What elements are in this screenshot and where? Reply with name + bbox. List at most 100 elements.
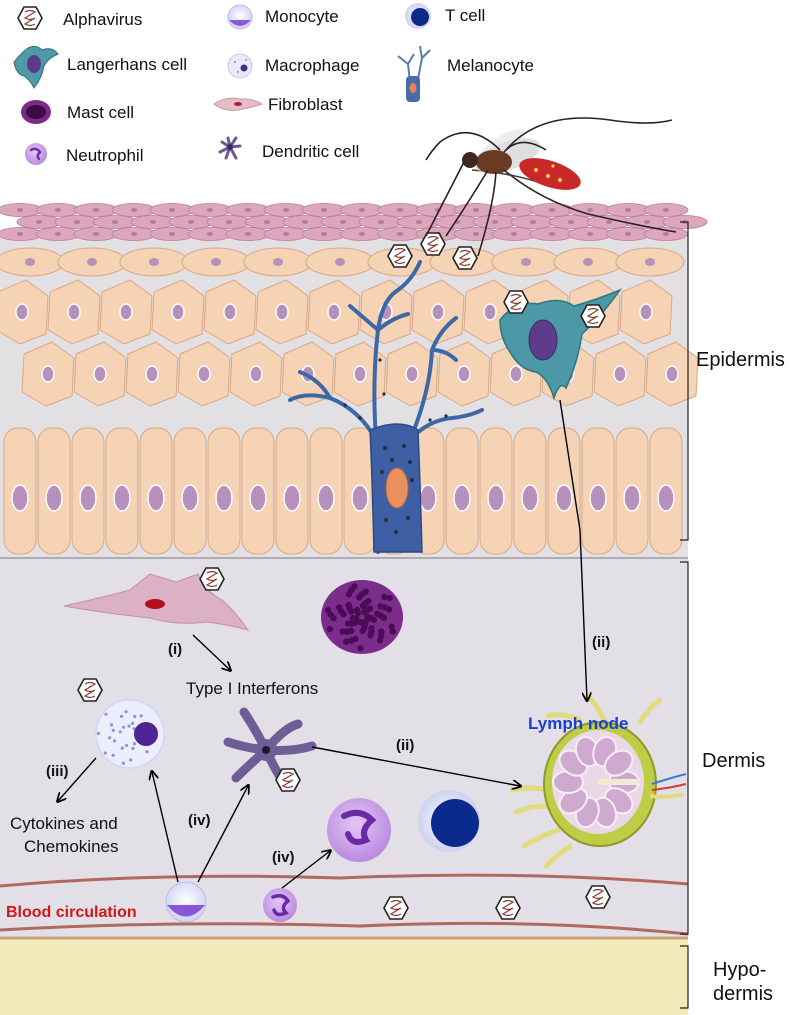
monocyte-in-blood [165, 881, 207, 923]
label-step-iv-b: (iv) [272, 849, 295, 866]
label-step-ii-a: (ii) [592, 634, 610, 651]
arrow-langerhans-to-lymph [559, 399, 587, 700]
pathway-arrows [58, 399, 587, 889]
hypodermis-layer [0, 936, 688, 1015]
corneum-nucleus [473, 232, 479, 236]
basal-nucleus [487, 484, 505, 512]
fibroblast-icon [213, 97, 264, 111]
corneum-nucleus [93, 232, 99, 236]
spinous-nucleus [171, 303, 185, 321]
virus-particle [420, 232, 446, 256]
basal-nucleus [317, 484, 335, 512]
label-step-ii-b: (ii) [396, 737, 414, 754]
macrophage-vesicle [122, 725, 126, 729]
label-hypodermis-2: dermis [713, 983, 773, 1005]
legend-label-neutrophil: Neutrophil [66, 146, 144, 165]
mast-granule [365, 597, 372, 605]
corneum-nucleus [93, 208, 99, 212]
corneum-nucleus [17, 232, 23, 236]
basal-nucleus [11, 484, 29, 512]
corneum-nucleus [17, 208, 23, 212]
blood-vessel [0, 873, 689, 936]
granular-nucleus [583, 258, 593, 266]
stratum-granulosum [0, 247, 685, 277]
corneum-nucleus [283, 232, 289, 236]
stratum-corneum [0, 203, 708, 241]
corneum-nucleus [245, 232, 251, 236]
basal-nucleus [147, 484, 165, 512]
spinous-nucleus [249, 365, 263, 383]
virus-particle [77, 678, 103, 702]
lymph-lobe [603, 749, 634, 777]
granular-nucleus [25, 258, 35, 266]
spinous-nucleus [15, 303, 29, 321]
mast-granule [359, 627, 366, 635]
corneum-nucleus [511, 208, 517, 212]
legend-label-langerhans: Langerhans cell [67, 55, 187, 74]
legend-label-alphavirus: Alphavirus [63, 10, 142, 29]
arrow-dendritic-to-lymph [311, 746, 520, 786]
mosquito [425, 117, 677, 257]
legend-label-tcell: T cell [445, 6, 485, 25]
basal-nucleus [79, 484, 97, 512]
label-step-i: (i) [168, 641, 182, 658]
virus-particle [199, 567, 225, 591]
spinous-nucleus [483, 303, 497, 321]
corneum-nucleus [511, 232, 517, 236]
virus-particle [387, 244, 413, 268]
spinous-nucleus [431, 303, 445, 321]
mast-granule [380, 614, 388, 622]
mast-granule [389, 628, 397, 635]
t-cell-icon [405, 3, 431, 29]
corneum-nucleus [188, 220, 194, 224]
label-hypodermis-1: Hypo- [713, 959, 766, 981]
mast-granule [349, 614, 357, 622]
legend-label-macrophage: Macrophage [265, 56, 360, 75]
spinous-nucleus [275, 303, 289, 321]
layer-brackets [680, 221, 689, 1009]
basal-nucleus [453, 484, 471, 512]
mast-granule [367, 632, 374, 639]
epidermis-layer [0, 203, 708, 558]
macrophage-icon [227, 53, 253, 79]
dendritic-cell [223, 707, 317, 791]
macrophage-vesicle [104, 712, 108, 716]
arrow-fibroblast-to-ifn [192, 634, 230, 670]
virus-particle [383, 896, 409, 920]
corneum-nucleus [55, 232, 61, 236]
spinous-nucleus [119, 303, 133, 321]
spinous-nucleus [613, 365, 627, 383]
corneum-nucleus [264, 220, 270, 224]
corneum-nucleus [663, 232, 669, 236]
label-lymph-node: Lymph node [528, 714, 628, 733]
label-dermis: Dermis [702, 750, 765, 772]
label-blood-circulation: Blood circulation [6, 904, 137, 921]
mast-cell [321, 580, 403, 654]
spinous-nucleus [327, 303, 341, 321]
corneum-nucleus [169, 208, 175, 212]
macrophage-cell [95, 699, 165, 769]
corneum-nucleus [549, 208, 555, 212]
melanocyte-icon [397, 45, 431, 102]
corneum-nucleus [397, 232, 403, 236]
spinous-nucleus [665, 365, 679, 383]
neutrophil-icon [25, 143, 47, 165]
spinous-nucleus [457, 365, 471, 383]
mast-granule [366, 605, 374, 612]
basal-nucleus [657, 484, 675, 512]
macrophage-vesicle [132, 742, 137, 746]
macrophage-vesicle [127, 724, 131, 728]
mast-granule [335, 604, 343, 611]
spinous-nucleus [639, 303, 653, 321]
macrophage-vesicle [118, 730, 122, 734]
corneum-nucleus [283, 208, 289, 212]
dendritic-cell-icon [218, 136, 242, 160]
mast-granule [343, 638, 350, 645]
virus-particle [275, 768, 301, 792]
arrow-macrophage-to-cytokines [58, 757, 97, 801]
macrophage-vesicle [124, 743, 129, 748]
mast-granule [344, 620, 352, 627]
mast-granule [376, 637, 384, 644]
corneum-nucleus [150, 220, 156, 224]
corneum-nucleus [340, 220, 346, 224]
